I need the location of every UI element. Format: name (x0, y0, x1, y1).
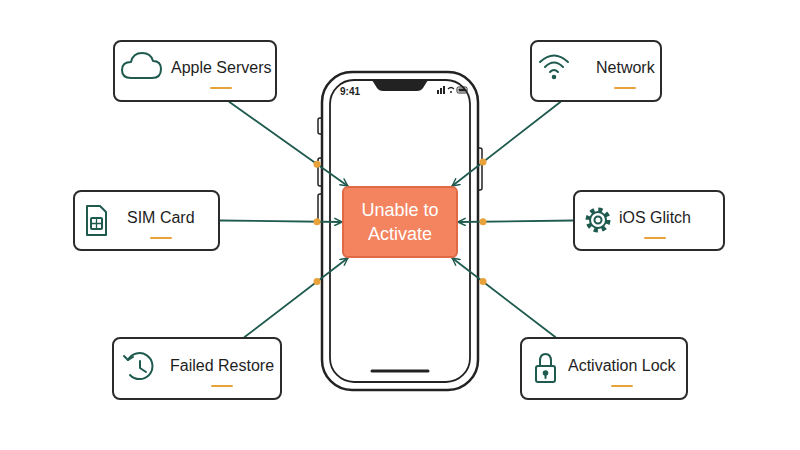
junction-dot (480, 278, 487, 285)
junction-dot (480, 159, 487, 166)
cause-arrow (229, 102, 347, 186)
cause-box: iOS Glitch (573, 190, 725, 251)
cause-label: SIM Card (127, 209, 195, 233)
problem-text: Unable to Activate (360, 198, 440, 246)
cause-arrow (452, 258, 555, 337)
cause-box: Apple Servers (113, 40, 277, 102)
cause-box: Failed Restore (112, 337, 282, 400)
cause-arrow (245, 258, 348, 337)
cause-label: Activation Lock (568, 357, 676, 381)
status-time: 9:41 (340, 86, 360, 97)
cause-label: Failed Restore (170, 357, 274, 381)
junction-dot (314, 218, 321, 225)
cause-box: Activation Lock (520, 337, 688, 400)
cause-box: SIM Card (73, 190, 220, 251)
cause-label: Apple Servers (171, 59, 272, 83)
junction-dot (314, 161, 321, 168)
cause-arrow (458, 221, 573, 223)
cause-box: Network (530, 40, 662, 102)
cause-label: Network (596, 59, 655, 83)
cause-arrow (452, 102, 560, 186)
cause-label: iOS Glitch (619, 209, 691, 233)
junction-dot (314, 278, 321, 285)
cause-arrow (220, 221, 342, 223)
junction-dot (480, 218, 487, 225)
problem-box: Unable to Activate (342, 186, 458, 258)
